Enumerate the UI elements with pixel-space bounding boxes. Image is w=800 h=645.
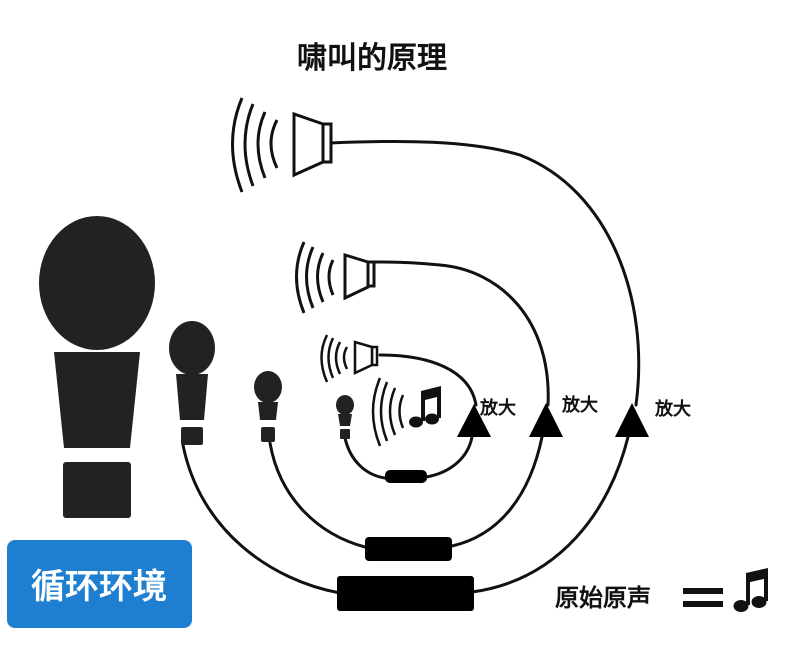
speaker-icon-large (231, 97, 333, 193)
microphone-icon-medium (254, 371, 282, 442)
amplify-label-middle: 放大 (561, 394, 598, 416)
microphone-icon-large (169, 321, 215, 445)
amplifier-bar-inner (385, 470, 427, 483)
amplifier-triangle-icon-inner (457, 404, 491, 437)
amplifier-bar-outer (337, 576, 474, 611)
inner-feedback-loop (343, 353, 478, 480)
microphone-icon-small (336, 395, 354, 439)
amplifier-bar-middle (365, 537, 452, 561)
equals-sign (683, 588, 723, 594)
badge-label: 循环环境 (31, 567, 167, 607)
large-microphone-icon (39, 216, 155, 518)
outer-feedback-loop (181, 139, 641, 595)
amplifier-triangle-icon-outer (615, 403, 649, 437)
music-note-icon-center (409, 386, 441, 428)
amplify-label-inner: 放大 (479, 397, 516, 419)
speaker-icon-medium (295, 241, 376, 314)
loop-environment-badge: 循环环境 (7, 540, 192, 628)
diagram-title: 啸叫的原理 (297, 41, 447, 76)
legend-label: 原始原声 (555, 584, 651, 612)
amplifier-triangle-icon-middle (529, 403, 563, 437)
amplify-label-outer: 放大 (654, 398, 691, 420)
music-note-icon-legend (733, 568, 768, 612)
sound-waves-icon (371, 377, 405, 447)
legend: 原始原声 (555, 568, 768, 612)
middle-feedback-loop (268, 260, 550, 549)
speaker-icon-small (320, 334, 379, 383)
